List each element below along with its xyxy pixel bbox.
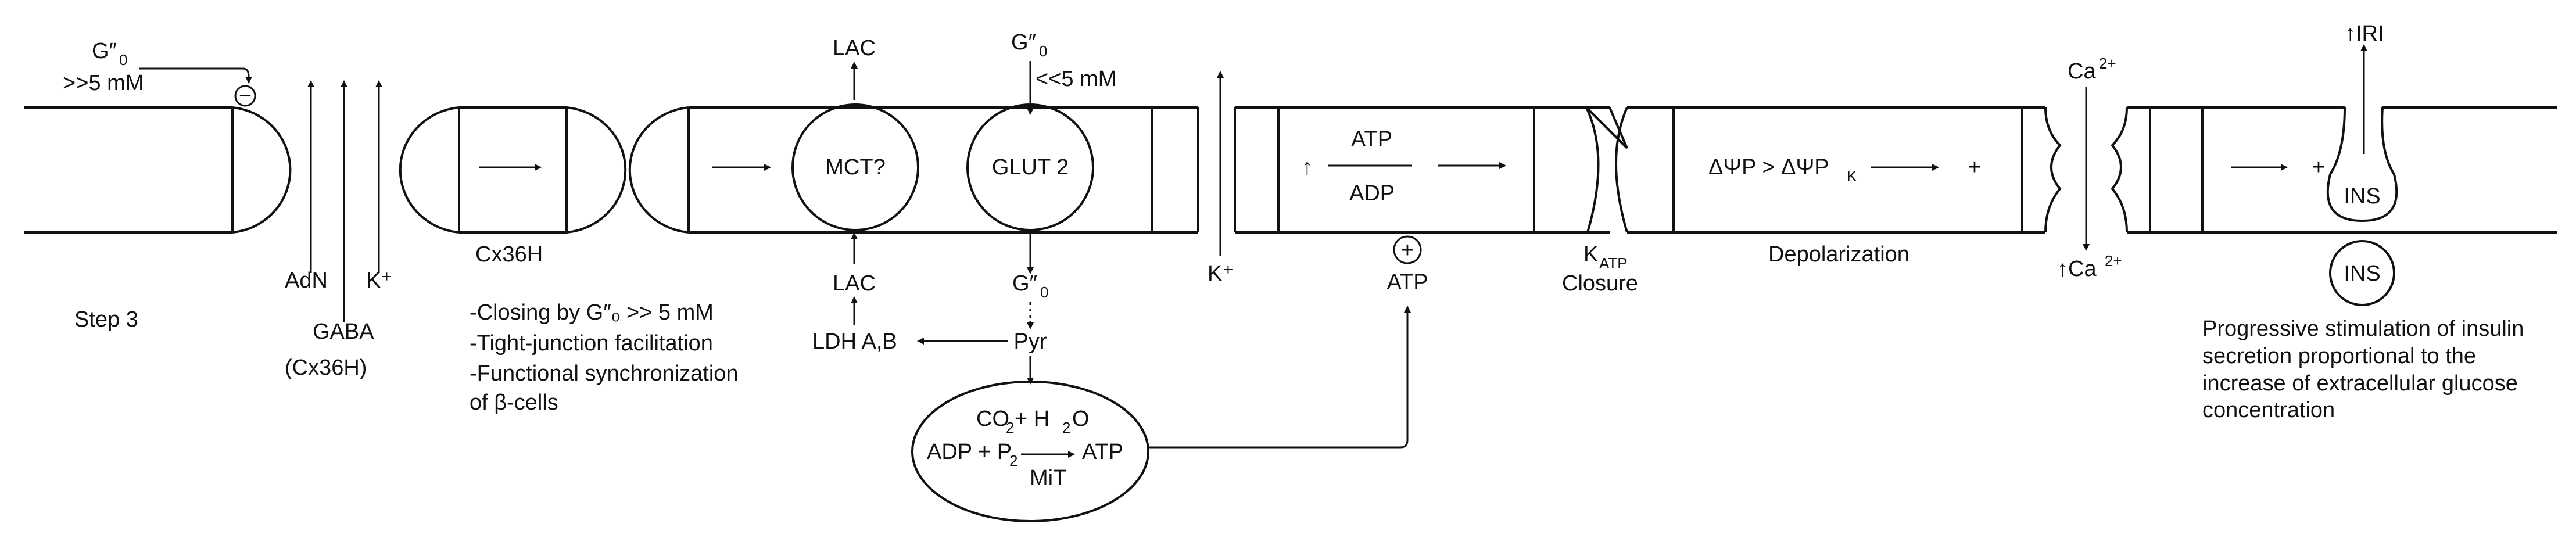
lactate-flux: LAC LAC: [833, 36, 876, 325]
cx36h-capsule: Cx36H: [399, 106, 627, 267]
insulin-note-1: Progressive stimulation of insulin: [2202, 317, 2524, 341]
katp-closure-label: Closure: [1562, 271, 1638, 296]
formula-subscript: K: [1847, 167, 1857, 185]
iri-label: ↑IRI: [2345, 21, 2384, 46]
k-plus-label: K⁺: [366, 268, 392, 293]
glucose-concentration-low: <<5 mM: [1036, 67, 1116, 91]
g0-top-subscript: 0: [1039, 42, 1047, 60]
atp-output-label: ATP: [1386, 270, 1428, 295]
g0-bottom-label: G″: [1012, 271, 1037, 296]
adp-p-label: ADP + P: [927, 440, 1012, 464]
g0-bottom-subscript: 0: [1040, 284, 1048, 301]
g0-label: G″: [92, 39, 117, 63]
transport-capsule: MCT? GLUT 2: [628, 103, 1199, 234]
insulin-granule: [2329, 240, 2395, 306]
mit-label: MiT: [1030, 466, 1066, 490]
atp-mito-label: ATP: [1082, 440, 1123, 464]
k-plus-efflux-label: K⁺: [1208, 261, 1234, 286]
secretion-arrows: AdN K⁺ GABA (Cx36H): [285, 80, 392, 380]
cx36h-notes: -Closing by G″₀ >> 5 mM -Tight-junction …: [470, 300, 739, 415]
o-label: O: [1072, 407, 1090, 431]
gaba-label: GABA: [313, 320, 374, 344]
ins-granule-label: INS: [2344, 261, 2380, 286]
ca-top-label: Ca: [2068, 59, 2096, 84]
minus-sign: −: [239, 84, 252, 108]
membrane-potential-formula: ΔΨP > ΔΨP: [1708, 155, 1829, 180]
membrane-start: [24, 106, 292, 234]
depol-plus-sign: +: [1968, 155, 1981, 180]
ca-top-superscript: 2+: [2099, 55, 2116, 72]
glut2-label: GLUT 2: [992, 155, 1069, 180]
pyruvate-label: Pyr: [1014, 329, 1047, 354]
katp-subscript: ATP: [1599, 254, 1628, 272]
ca-bottom-label: ↑Ca: [2057, 257, 2097, 281]
cx36h-note-2: -Tight-junction facilitation: [470, 331, 713, 356]
depolarization-label: Depolarization: [1768, 242, 1909, 267]
glucose-concentration-high: >>5 mM: [63, 71, 144, 95]
adp-ratio-denominator: ADP: [1349, 181, 1395, 206]
plus-circle-icon: [1393, 235, 1422, 264]
co2-label: CO: [976, 407, 1009, 431]
ins-vesicle-label: INS: [2344, 184, 2380, 209]
atp-to-channel-arrow: [1149, 306, 1411, 449]
insulin-note-4: concentration: [2202, 398, 2335, 422]
katp-channel: K ATP Closure: [1562, 106, 1674, 296]
plus-sign: +: [1401, 238, 1414, 263]
cx36h-note-3: -Functional synchronization: [470, 361, 739, 386]
lac-top-label: LAC: [833, 36, 876, 60]
glucose-high-input: G″ 0 >>5 mM −: [63, 39, 256, 108]
atp-adp-compartment: ↑ ATP ADP + ATP: [1234, 106, 1610, 295]
atp-ratio-numerator: ATP: [1351, 127, 1392, 152]
insulin-note: Progressive stimulation of insulin secre…: [2202, 317, 2524, 422]
co2-subscript: 2: [1006, 419, 1014, 436]
insulin-note-2: secretion proportional to the: [2202, 344, 2476, 368]
minus-circle-icon: [234, 85, 256, 107]
insulin-note-3: increase of extracellular glucose: [2202, 371, 2518, 396]
exocytosis-vesicle: [2326, 107, 2398, 223]
insulin-compartment: + INS ↑IRI INS: [2149, 21, 2557, 306]
katp-label: K: [1583, 242, 1598, 267]
ins-plus-sign: +: [2312, 155, 2325, 180]
ldh-label: LDH A,B: [812, 329, 897, 354]
up-arrow-icon: ↑: [1302, 155, 1313, 180]
step-label: Step 3: [74, 307, 138, 332]
p-subscript: 2: [1009, 452, 1017, 469]
depolarization-compartment: ΔΨP > ΔΨP K + Depolarization: [1672, 106, 2045, 267]
cx36h-note-4: of β-cells: [470, 390, 558, 415]
lac-bottom-label: LAC: [833, 271, 876, 296]
mct-transporter: [791, 103, 919, 231]
gaba-cx36h-label: (Cx36H): [285, 356, 367, 380]
glucose-flux: G″ 0 <<5 mM G″ 0 Pyr LDH A,B: [812, 30, 1116, 385]
h2o-label: + H: [1015, 407, 1049, 431]
cx36h-label: Cx36H: [475, 242, 543, 267]
adn-label: AdN: [285, 268, 328, 293]
mct-label: MCT?: [825, 155, 885, 180]
mitochondrion: CO 2 + H 2 O ADP + P 2 ATP MiT: [911, 381, 1149, 522]
h2o-subscript: 2: [1062, 419, 1070, 436]
g0-subscript: 0: [119, 51, 127, 69]
g0-top-label: G″: [1011, 30, 1036, 55]
ca-bottom-superscript: 2+: [2105, 252, 2122, 270]
cx36h-note-1: -Closing by G″₀ >> 5 mM: [470, 300, 714, 325]
calcium-channel: Ca 2+ ↑Ca 2+: [2044, 55, 2150, 281]
